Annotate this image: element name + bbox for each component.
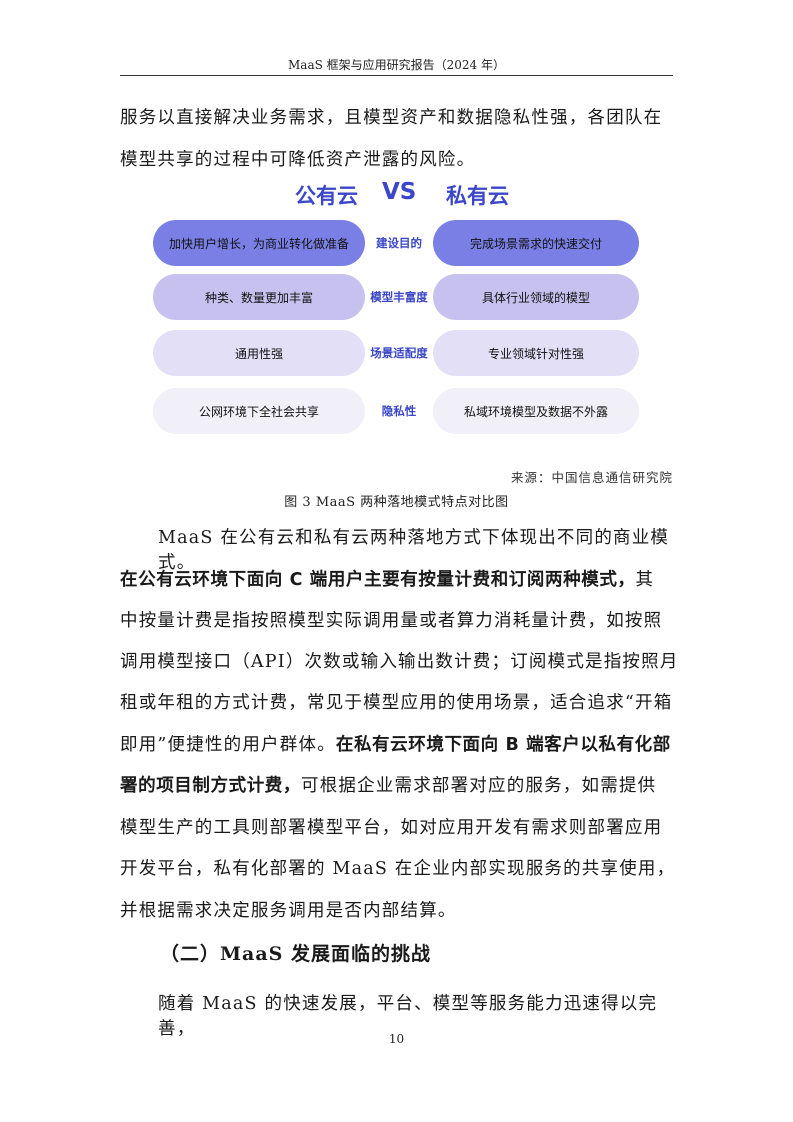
comparison-row: 种类、数量更加丰富 模型丰富度 具体行业领域的模型 xyxy=(153,274,639,320)
public-cloud-cell: 加快用户增长，为商业转化做准备 xyxy=(153,220,365,266)
public-cloud-cell: 种类、数量更加丰富 xyxy=(153,274,365,320)
body-line-4: 调用模型接口（API）次数或输入输出数计费；订阅模式是指按照月 xyxy=(120,652,679,672)
body-text: 其 xyxy=(635,570,655,590)
body-line-10: 并根据需求决定服务调用是否内部结算。 xyxy=(120,901,457,921)
private-cloud-cell: 私域环境模型及数据不外露 xyxy=(433,388,639,434)
body-line-5: 租或年租的方式计费，常见于模型应用的使用场景，适合追求“开箱 xyxy=(120,693,673,713)
comparison-row: 通用性强 场景适配度 专业领域针对性强 xyxy=(153,330,639,376)
body-line-9: 开发平台，私有化部署的 MaaS 在企业内部实现服务的共享使用， xyxy=(120,859,676,879)
body-line-3: 中按量计费是指按照模型实际调用量或者算力消耗量计费，如按照 xyxy=(120,611,663,631)
body-line-1: MaaS 在公有云和私有云两种落地方式下体现出不同的商业模式。 xyxy=(158,528,670,573)
body-line-6: 即用”便捷性的用户群体。在私有云环境下面向 B 端客户以私有化部 xyxy=(120,731,680,756)
figure-left-title: 公有云 xyxy=(295,184,358,208)
intro-line-1: 服务以直接解决业务需求，且模型资产和数据隐私性强，各团队在 xyxy=(120,108,663,128)
figure-source: 来源：中国信息通信研究院 xyxy=(510,470,673,485)
body-text: 即用”便捷性的用户群体。 xyxy=(120,735,336,755)
criterion-label: 模型丰富度 xyxy=(370,290,428,304)
body-emphasis: 在私有云环境下面向 B 端客户以私有化部 xyxy=(335,735,671,755)
comparison-row: 公网环境下全社会共享 隐私性 私域环境模型及数据不外露 xyxy=(153,388,639,434)
header-divider xyxy=(120,75,673,76)
private-cloud-cell: 专业领域针对性强 xyxy=(433,330,639,376)
page-number: 10 xyxy=(388,1032,405,1046)
figure-right-title: 私有云 xyxy=(446,184,509,208)
body-emphasis: 在公有云环境下面向 C 端用户主要有按量计费和订阅两种模式， xyxy=(120,570,636,590)
section-title: （二）MaaS 发展面临的挑战 xyxy=(160,943,431,965)
body-line-7: 署的项目制方式计费，可根据企业需求部署对应的服务，如需提供 xyxy=(120,772,680,797)
body-text: 可根据企业需求部署对应的服务，如需提供 xyxy=(301,776,657,796)
body-emphasis: 署的项目制方式计费， xyxy=(120,776,301,796)
public-cloud-cell: 通用性强 xyxy=(153,330,365,376)
body-line-2: 在公有云环境下面向 C 端用户主要有按量计费和订阅两种模式，其 xyxy=(120,566,680,591)
private-cloud-cell: 具体行业领域的模型 xyxy=(433,274,639,320)
comparison-row: 加快用户增长，为商业转化做准备 建设目的 完成场景需求的快速交付 xyxy=(153,220,639,266)
closing-line: 随着 MaaS 的快速发展，平台、模型等服务能力迅速得以完善， xyxy=(158,994,658,1039)
figure-vs: VS xyxy=(382,179,417,205)
page-header: MaaS 框架与应用研究报告（2024 年） xyxy=(288,58,505,72)
intro-line-2: 模型共享的过程中可降低资产泄露的风险。 xyxy=(120,150,476,170)
criterion-label: 建设目的 xyxy=(376,236,422,250)
figure-caption: 图 3 MaaS 两种落地模式特点对比图 xyxy=(284,495,509,510)
criterion-label: 隐私性 xyxy=(381,404,417,418)
body-line-8: 模型生产的工具则部署模型平台，如对应用开发有需求则部署应用 xyxy=(120,818,663,838)
public-cloud-cell: 公网环境下全社会共享 xyxy=(153,388,365,434)
criterion-label: 场景适配度 xyxy=(370,346,428,360)
private-cloud-cell: 完成场景需求的快速交付 xyxy=(433,220,639,266)
